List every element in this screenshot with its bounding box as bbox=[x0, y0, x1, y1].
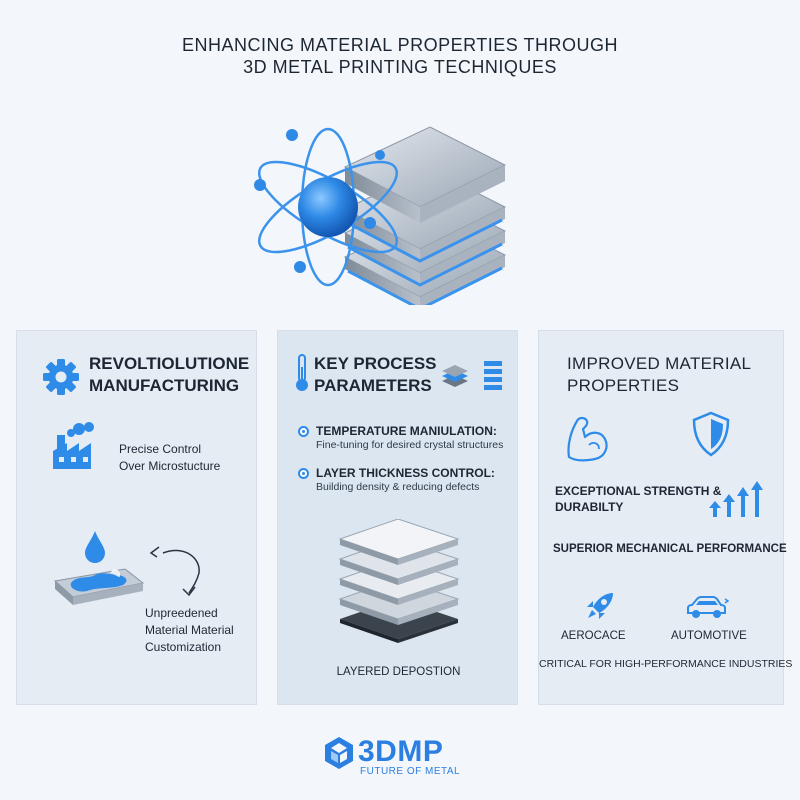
properties-heading-line-2: Properties bbox=[567, 376, 680, 395]
hero-illustration bbox=[254, 126, 507, 305]
aerospace-label: Aerocace bbox=[561, 630, 626, 642]
brand-logo: 3DMP Future of Metal bbox=[324, 734, 484, 780]
stacked-layers-icon bbox=[343, 126, 507, 305]
item-customization-line-1: Unpreedened bbox=[145, 606, 218, 620]
param-layer-title: Layer Thickness Control: bbox=[316, 466, 495, 480]
param-temperature-desc: Fine-tuning for desired crystal structur… bbox=[316, 439, 504, 451]
bars-icon bbox=[484, 361, 502, 390]
item-customization-line-2: Material Material bbox=[145, 623, 234, 637]
rising-arrows-icon bbox=[709, 481, 763, 517]
bullet-icon bbox=[298, 468, 309, 479]
layered-deposition-figure bbox=[338, 519, 460, 643]
industries-label: Critical for High-Performance Industries bbox=[539, 658, 793, 670]
layers-icon bbox=[442, 365, 468, 387]
car-icon bbox=[687, 596, 729, 618]
bullet-icon bbox=[298, 426, 309, 437]
flexed-arm-icon bbox=[567, 416, 608, 462]
factory-icon bbox=[53, 422, 94, 469]
logo-mark-icon bbox=[325, 737, 353, 769]
manufacturing-panel: Revoltiolutione Manufacturing Precise Co… bbox=[16, 330, 257, 705]
layered-deposition-label: Layered Depostion bbox=[336, 666, 461, 678]
process-heading-line-2: Parameters bbox=[314, 376, 432, 395]
shield-icon bbox=[692, 411, 730, 457]
item-precise-control-line-1: Precise Control bbox=[119, 442, 202, 456]
title-line-2: 3D Metal Printing Techniques bbox=[243, 57, 557, 77]
atom-icon bbox=[254, 127, 399, 287]
properties-panel: Improved Material Properties Exceptional… bbox=[538, 330, 793, 705]
manufacturing-heading-line-1: Revoltiolutione bbox=[89, 354, 250, 373]
title-line-1: Enhancing Material Properties Through bbox=[182, 35, 618, 55]
strength-line-1: Exceptional Strength & bbox=[555, 484, 722, 498]
logo-name: 3DMP bbox=[358, 735, 444, 768]
manufacturing-heading-line-2: Manufacturing bbox=[89, 376, 240, 395]
gear-icon bbox=[43, 359, 79, 395]
process-heading-line-1: Key Process bbox=[314, 354, 437, 373]
automotive-label: Automotive bbox=[671, 630, 747, 642]
molten-drop-icon bbox=[53, 531, 200, 605]
thermometer-icon bbox=[296, 354, 308, 391]
param-temperature-title: Temperature Maniulation: bbox=[316, 424, 497, 438]
strength-line-2: Durabilty bbox=[555, 500, 624, 514]
item-precise-control-line-2: Over Microstucture bbox=[119, 459, 221, 473]
rocket-icon bbox=[587, 593, 613, 619]
item-customization-line-3: Customization bbox=[145, 640, 222, 654]
performance-label: Superior Mechanical Performance bbox=[553, 543, 787, 555]
logo-tagline: Future of Metal bbox=[360, 766, 461, 777]
process-panel: Key Process Parameters Temperature Maniu… bbox=[277, 330, 518, 705]
param-layer-desc: Building density & reducing defects bbox=[316, 481, 480, 493]
properties-heading-line-1: Improved Material bbox=[567, 354, 752, 373]
page-title: Enhancing Material Properties Through 3D… bbox=[0, 34, 800, 78]
